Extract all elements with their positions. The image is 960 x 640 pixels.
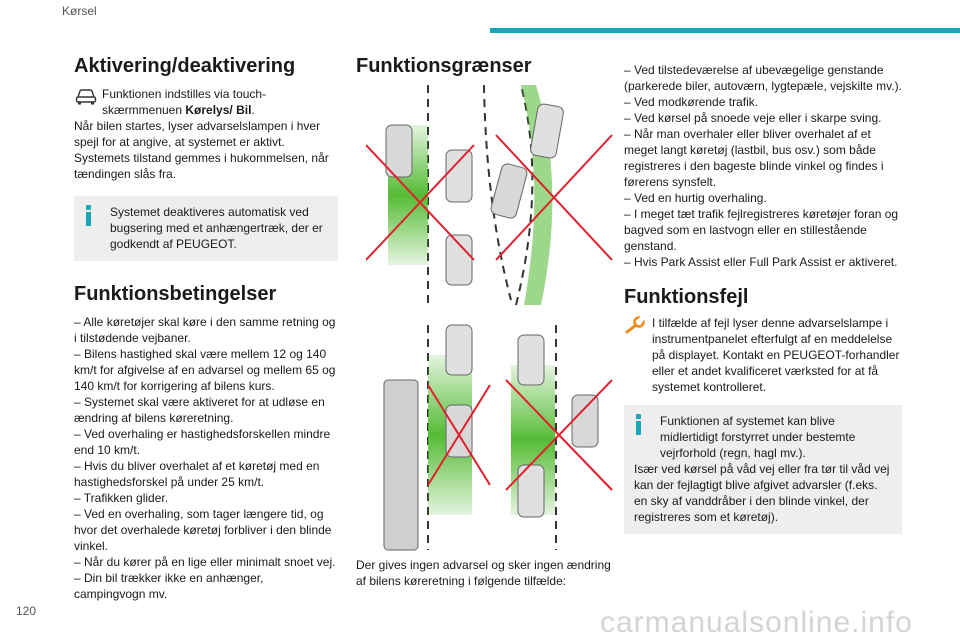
fault-body: I tilfælde af fejl lyser denne advarsels… <box>652 316 900 394</box>
limit-item: – I meget tæt trafik fejlregistreres kør… <box>624 207 899 253</box>
column-left: Aktivering/deaktivering Funktionen indst… <box>74 55 338 602</box>
activation-lead: Funktionen indstilles via touch-skærmmen… <box>102 87 267 117</box>
limit-item: – Hvis Park Assist eller Full Park Assis… <box>624 255 898 269</box>
limit-item: – Når man overhaler eller bliver overhal… <box>624 127 884 189</box>
condition-item: – Systemet skal være aktiveret for at ud… <box>74 395 325 425</box>
note-weather: Funktionen af systemet kan blive midlert… <box>624 405 902 534</box>
car-icon <box>74 86 98 108</box>
scenario-stationary-objects <box>365 85 475 305</box>
heading-fault: Funktionsfejl <box>624 286 749 308</box>
limits-list: – Ved tilstedeværelse af ubevægelige gen… <box>624 62 902 270</box>
condition-item: – Trafikken glider. <box>74 491 169 505</box>
illustration-caption: Der gives ingen advarsel og sker ingen æ… <box>356 558 611 588</box>
condition-item: – Alle køretøjer skal køre i den samme r… <box>74 315 336 345</box>
note-towing: Systemet deaktiveres automatisk ved bugs… <box>74 196 338 261</box>
heading-conditions: Funktionsbetingelser <box>74 283 277 305</box>
note-weather-line1: Funktionen af systemet kan blive <box>660 414 835 428</box>
activation-body: Når bilen startes, lyser advarselslampen… <box>74 119 329 181</box>
wrench-icon <box>624 315 648 337</box>
activation-block: Funktionen indstilles via touch-skærmmen… <box>74 86 338 182</box>
scenario-long-vehicle <box>383 324 491 551</box>
info-icon <box>636 414 642 436</box>
column-middle: Funktionsgrænser <box>356 55 616 588</box>
activation-period: . <box>251 103 255 117</box>
scenario-curved-road <box>483 84 613 306</box>
scenario-oncoming-traffic <box>505 325 613 550</box>
condition-item: – Hvis du bliver overhalet af et køretøj… <box>74 459 320 489</box>
condition-item: – Ved overhaling er hastighedsforskellen… <box>74 427 331 457</box>
heading-activation: Aktivering/deaktivering <box>74 55 296 77</box>
activation-menu-path: Kørelys/ Bil <box>185 103 252 117</box>
fault-block: I tilfælde af fejl lyser denne advarsels… <box>624 315 902 395</box>
condition-item: – Når du kører på en lige eller minimalt… <box>74 555 336 569</box>
condition-item: – Bilens hastighed skal være mellem 12 o… <box>74 347 336 393</box>
watermark: carmanualsonline.info <box>600 606 913 639</box>
section-tab: Kørsel <box>62 4 97 18</box>
illustration-scenarios <box>365 84 616 560</box>
column-right: – Ved tilstedeværelse af ubevægelige gen… <box>624 62 902 534</box>
page-number: 120 <box>16 604 37 618</box>
note-towing-line1: Systemet deaktiveres automatisk ved <box>110 205 309 219</box>
header-accent-bar <box>490 28 960 33</box>
conditions-list: – Alle køretøjer skal køre i den samme r… <box>74 314 338 602</box>
note-towing-line2: bugsering med et anhængertræk, der er go… <box>110 221 323 251</box>
limit-item: – Ved en hurtig overhaling. <box>624 191 767 205</box>
note-weather-line2: midlertidigt forstyrret under bestemte v… <box>660 430 856 460</box>
condition-item: – Din bil trækker ikke en anhænger, camp… <box>74 571 264 601</box>
note-weather-line3: Især ved kørsel på våd vej eller fra tør… <box>634 462 890 524</box>
heading-limits: Funktionsgrænser <box>356 55 532 77</box>
condition-item: – Ved en overhaling, som tager længere t… <box>74 507 332 553</box>
info-icon <box>86 205 92 227</box>
limit-item: – Ved modkørende trafik. <box>624 95 759 109</box>
limit-item: – Ved tilstedeværelse af ubevægelige gen… <box>624 63 902 93</box>
limit-item: – Ved kørsel på snoede veje eller i skar… <box>624 111 882 125</box>
